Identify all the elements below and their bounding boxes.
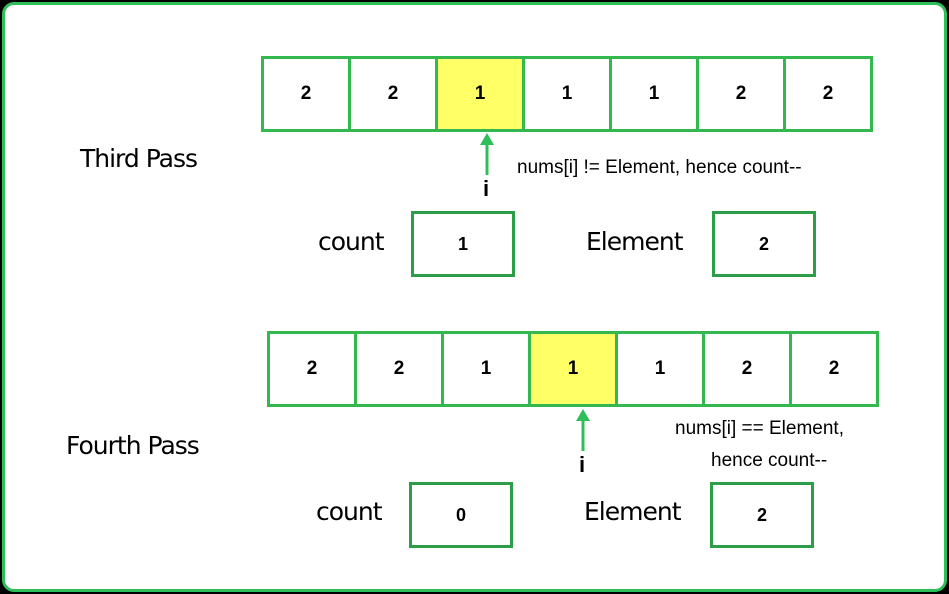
array-cell: 2 <box>783 56 873 132</box>
array-cell: 1 <box>528 331 618 407</box>
count-box-fourth: 0 <box>409 482 513 548</box>
pass-note-fourth-line1: nums[i] == Element, <box>675 418 844 439</box>
array-cell: 2 <box>348 56 438 132</box>
array-cell: 1 <box>522 56 612 132</box>
array-cell: 1 <box>615 331 705 407</box>
array-cell: 2 <box>789 331 879 407</box>
element-label-third: Element <box>586 227 684 256</box>
array-cell: 1 <box>609 56 699 132</box>
element-box-fourth: 2 <box>710 482 814 548</box>
count-box-third: 1 <box>411 211 515 277</box>
array-cell: 1 <box>435 56 525 132</box>
pass-label-fourth: Fourth Pass <box>66 431 200 460</box>
pointer-arrow-icon <box>576 409 590 451</box>
pointer-arrow-icon <box>480 133 494 175</box>
pass-label-third: Third Pass <box>80 144 198 173</box>
array-cell: 1 <box>441 331 531 407</box>
array-cell: 2 <box>702 331 792 407</box>
pointer-label-fourth: i <box>579 452 586 477</box>
array-cell: 2 <box>261 56 351 132</box>
count-label-third: count <box>318 227 385 256</box>
array-cell: 2 <box>696 56 786 132</box>
array-cell: 2 <box>267 331 357 407</box>
pointer-label-third: i <box>483 176 490 201</box>
element-box-third: 2 <box>712 211 816 277</box>
pass-note-fourth-line2: hence count-- <box>711 450 828 471</box>
count-label-fourth: count <box>316 497 383 526</box>
element-label-fourth: Element <box>584 497 682 526</box>
array-cell: 2 <box>354 331 444 407</box>
pass-note-third: nums[i] != Element, hence count-- <box>517 157 802 178</box>
